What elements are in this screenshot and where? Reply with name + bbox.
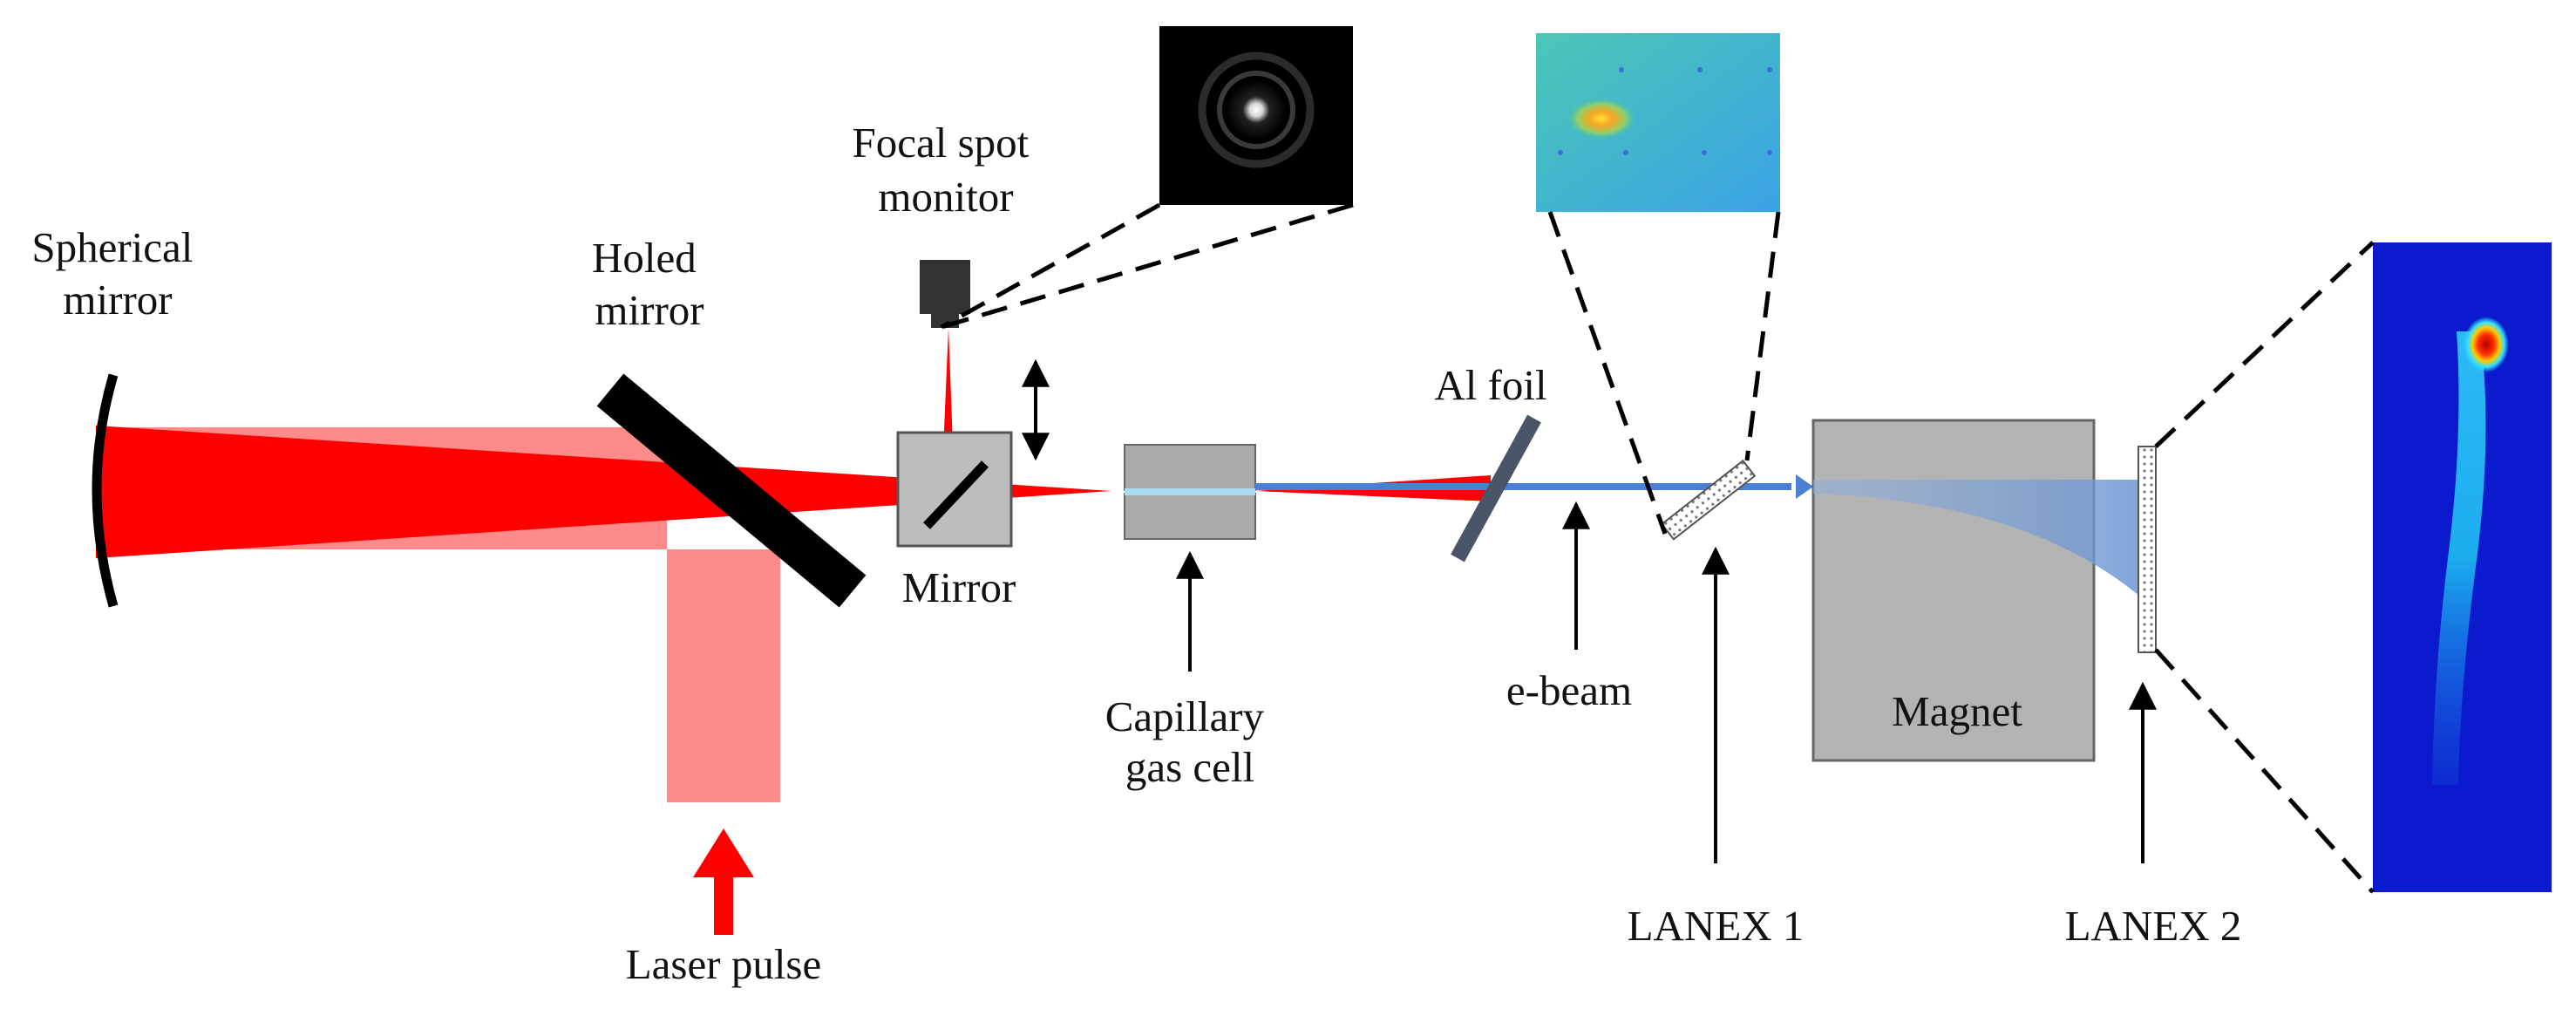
- holed-mirror: [596, 373, 867, 608]
- e-beam-label: e-beam: [1506, 666, 1632, 714]
- lanex1-label: LANEX 1: [1628, 902, 1805, 950]
- laser-beams: [96, 328, 1491, 802]
- lanex2-label: LANEX 2: [2065, 902, 2242, 950]
- input-laser-beam: [667, 549, 780, 802]
- camera-icon: [920, 260, 970, 328]
- laser-pulse-label: Laser pulse: [626, 940, 822, 988]
- focal-spot-image: [1159, 26, 1353, 205]
- focusing-laser-beam: [96, 426, 1111, 558]
- spherical-mirror-label: Spherical mirror: [31, 223, 203, 324]
- pointer-arrows: [1176, 501, 2157, 863]
- lanex2-screen: [2138, 446, 2157, 653]
- capillary-gas-cell-label: Capillary gas cell: [1105, 692, 1275, 791]
- al-foil-label: Al foil: [1434, 361, 1546, 409]
- electron-beam: [1255, 474, 1813, 499]
- laser-pulse-arrow: [693, 828, 754, 935]
- lanex2-zoom-lines: [2154, 241, 2375, 894]
- capillary-gas-cell: [1124, 444, 1256, 540]
- al-foil: [1451, 414, 1541, 563]
- lanex1-image: [1536, 33, 1780, 212]
- magnet: [1811, 419, 2096, 762]
- spherical-mirror: [92, 373, 119, 608]
- holed-mirror-label: Holed mirror: [592, 234, 707, 334]
- lanex2-image: [2373, 242, 2552, 892]
- lanex1-screen: [1660, 459, 1757, 541]
- mirror-label: Mirror: [902, 563, 1016, 611]
- magnet-label: Magnet: [1892, 687, 2022, 735]
- lanex1-zoom-lines: [1547, 211, 1781, 535]
- dispersed-electron-fan: [1813, 480, 2146, 602]
- focal-spot-zoom-lines: [940, 202, 1354, 330]
- focal-spot-monitor-label: Focal spot monitor: [852, 119, 1039, 221]
- pickoff-mirror: [896, 431, 1013, 548]
